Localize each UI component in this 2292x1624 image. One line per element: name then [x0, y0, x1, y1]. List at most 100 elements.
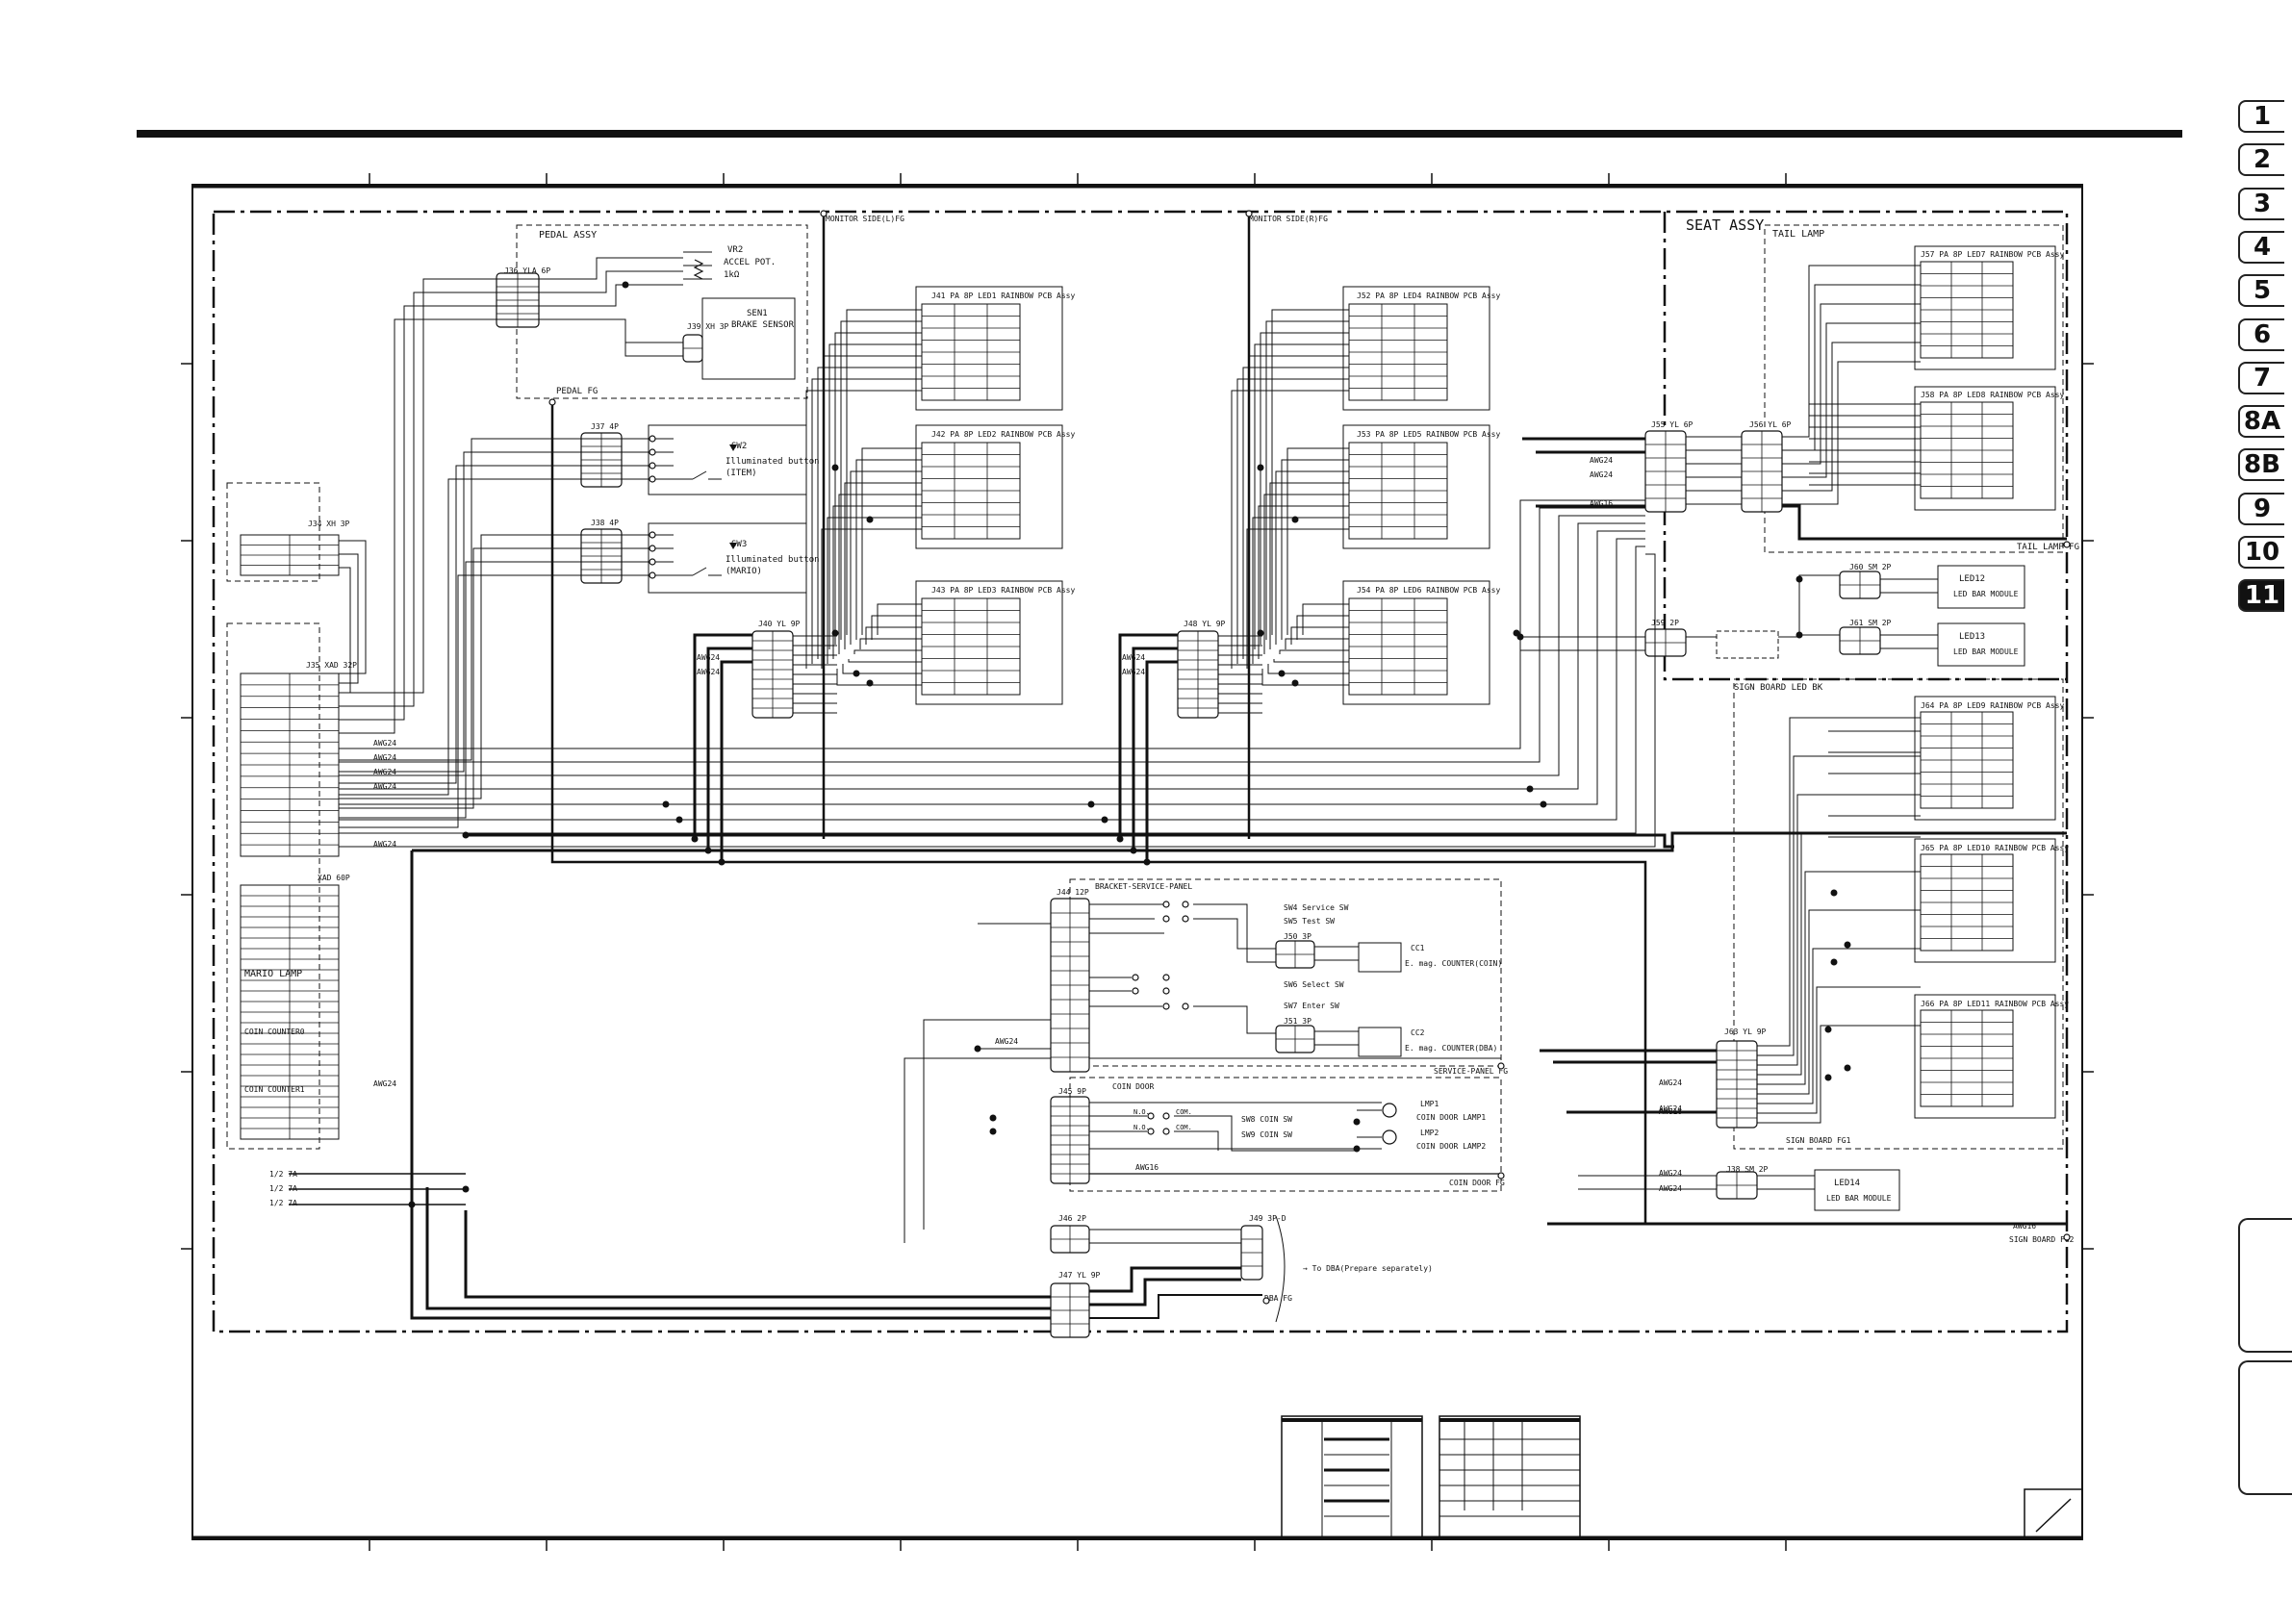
- side-tab-lower[interactable]: [2238, 1360, 2292, 1495]
- awg16-sign-label: AWG16: [2013, 1222, 2036, 1231]
- junction-dot: [866, 516, 874, 523]
- led-left-wire: [848, 659, 922, 663]
- led-mid-wire: [1279, 649, 1349, 654]
- chapter-tab-8b[interactable]: 8B: [2238, 448, 2284, 482]
- led-icon: [729, 444, 737, 451]
- j59-harness-box: [1716, 630, 1779, 659]
- tail-lamp-fg-label: TAIL LAMP FG: [2017, 543, 2079, 552]
- bus-wire: [339, 530, 1645, 805]
- seat-assy-label: SEAT ASSY: [1686, 216, 1764, 234]
- led-left-wire: [811, 378, 922, 664]
- terminal-ring: [1162, 915, 1170, 923]
- cc1-label: CC1: [1411, 944, 1425, 952]
- bus-wire: [339, 522, 1645, 790]
- cc2-desc: E. mag. COUNTER(DBA): [1405, 1044, 1497, 1053]
- terminal-ring: [1162, 1128, 1170, 1135]
- chapter-tab-10[interactable]: 10: [2238, 536, 2284, 569]
- chapter-tab-4[interactable]: 4: [2238, 230, 2284, 264]
- junction-dot: [1278, 670, 1286, 677]
- junction-dot: [1291, 679, 1299, 687]
- chapter-tab-7[interactable]: 7: [2238, 361, 2284, 394]
- junction-dot: [462, 1185, 470, 1193]
- fuse1-label: 1/2 7A: [269, 1170, 297, 1179]
- title-block: [1281, 1415, 2083, 1540]
- led-mid-wire: [1269, 482, 1349, 649]
- j45-label: J45 9P: [1058, 1087, 1086, 1096]
- terminal-ring: [1147, 1112, 1155, 1120]
- awg-label-6: AWG24: [373, 1079, 396, 1088]
- terminal-ring: [2063, 541, 2071, 548]
- chapter-tab-11[interactable]: 11: [2238, 579, 2284, 613]
- chapter-tab-5[interactable]: 5: [2238, 274, 2284, 308]
- led5-label: J53 PA 8P LED5 RAINBOW PCB Assy: [1357, 430, 1500, 439]
- bottom-trunk: [410, 850, 1051, 1320]
- junction-dot: [1824, 1074, 1832, 1081]
- monitor-side-l-label: MONITOR SIDE(L)FG: [826, 215, 904, 223]
- junction-dot: [704, 847, 712, 854]
- junction-dot: [1526, 785, 1534, 793]
- led11-label: J66 PA 8P LED11 RAINBOW PCB Assy: [1921, 1000, 2069, 1008]
- sw3-wire: [339, 547, 622, 809]
- chapter-tab-3[interactable]: 3: [2238, 187, 2284, 220]
- chapter-tab-6[interactable]: 6: [2238, 317, 2284, 351]
- junction-dot: [1291, 516, 1299, 523]
- sw2-wire: [339, 478, 622, 796]
- terminal-ring: [1182, 1002, 1189, 1010]
- j55-label: J55 YL 6P: [1651, 420, 1694, 429]
- sign-wire: [1757, 832, 1921, 1076]
- mario-lamp-label: MARIO LAMP: [244, 969, 302, 979]
- pedal-fg-bus: [550, 402, 2067, 1226]
- junction-dot: [853, 670, 860, 677]
- led7-label: J57 PA 8P LED7 RAINBOW PCB Assy: [1921, 250, 2064, 259]
- terminal-ring: [649, 558, 656, 566]
- chapter-tab-9[interactable]: 9: [2238, 492, 2284, 525]
- led12-label: LED12: [1959, 574, 1985, 584]
- cc1-desc: E. mag. COUNTER(COIN): [1405, 959, 1502, 968]
- sign-board-led-bk-label: SIGN BOARD LED BK: [1734, 683, 1823, 693]
- terminal-ring: [649, 571, 656, 579]
- junction-dot: [1830, 958, 1838, 966]
- bus-wire: [339, 538, 1645, 821]
- potentiometer-symbol: [693, 259, 704, 280]
- wire: [1798, 634, 1840, 637]
- junction-dot: [831, 464, 839, 471]
- led-left-wire: [871, 615, 922, 640]
- led5-pcb-box: [1342, 424, 1490, 549]
- bus-wire: [339, 499, 1645, 749]
- junction-dot: [831, 629, 839, 637]
- wire: [539, 284, 683, 307]
- wire: [1686, 574, 1840, 638]
- chapter-tab-8a[interactable]: 8A: [2238, 405, 2284, 439]
- side-tab-upper[interactable]: [2238, 1218, 2292, 1353]
- chapter-tab-1[interactable]: 1: [2238, 100, 2284, 133]
- led-mid-wire: [1263, 494, 1349, 654]
- tail-wire: [1782, 303, 1921, 465]
- terminal-ring: [1147, 1128, 1155, 1135]
- terminal-ring: [1497, 1062, 1505, 1070]
- led2-pcb-box: [915, 424, 1063, 549]
- coin-counter0-label: COIN COUNTER0: [244, 1028, 305, 1036]
- drawing-frame: [191, 184, 2083, 1540]
- sw4-label: SW4 Service SW: [1284, 903, 1349, 912]
- header-rule: [137, 130, 2182, 138]
- led10-label: J65 PA 8P LED10 RAINBOW PCB Assy: [1921, 844, 2069, 852]
- led-left-wire: [850, 470, 922, 645]
- com2-label: COM.: [1176, 1124, 1192, 1131]
- sw2-label: SW2: [731, 442, 747, 451]
- j63-label: J63 YL 9P: [1724, 1028, 1767, 1036]
- sign-wire: [1757, 1025, 1921, 1124]
- wire: [1193, 903, 1276, 963]
- chapter-tab-2[interactable]: 2: [2238, 143, 2284, 177]
- led4-pcb-box: [1342, 286, 1490, 411]
- led12-module-box: [1937, 565, 2025, 609]
- wire: [692, 470, 722, 480]
- led6-pcb-box: [1342, 580, 1490, 705]
- sign-wire: [1757, 794, 1921, 1066]
- led12-desc: LED BAR MODULE: [1953, 590, 2019, 598]
- awg-label-5: AWG24: [373, 840, 396, 849]
- led-mid-wire: [1273, 659, 1349, 663]
- led2-label: J42 PA 8P LED2 RAINBOW PCB Assy: [931, 430, 1075, 439]
- terminal-ring: [1182, 915, 1189, 923]
- com1-label: COM.: [1176, 1108, 1192, 1116]
- tail-wire: [1782, 322, 1921, 478]
